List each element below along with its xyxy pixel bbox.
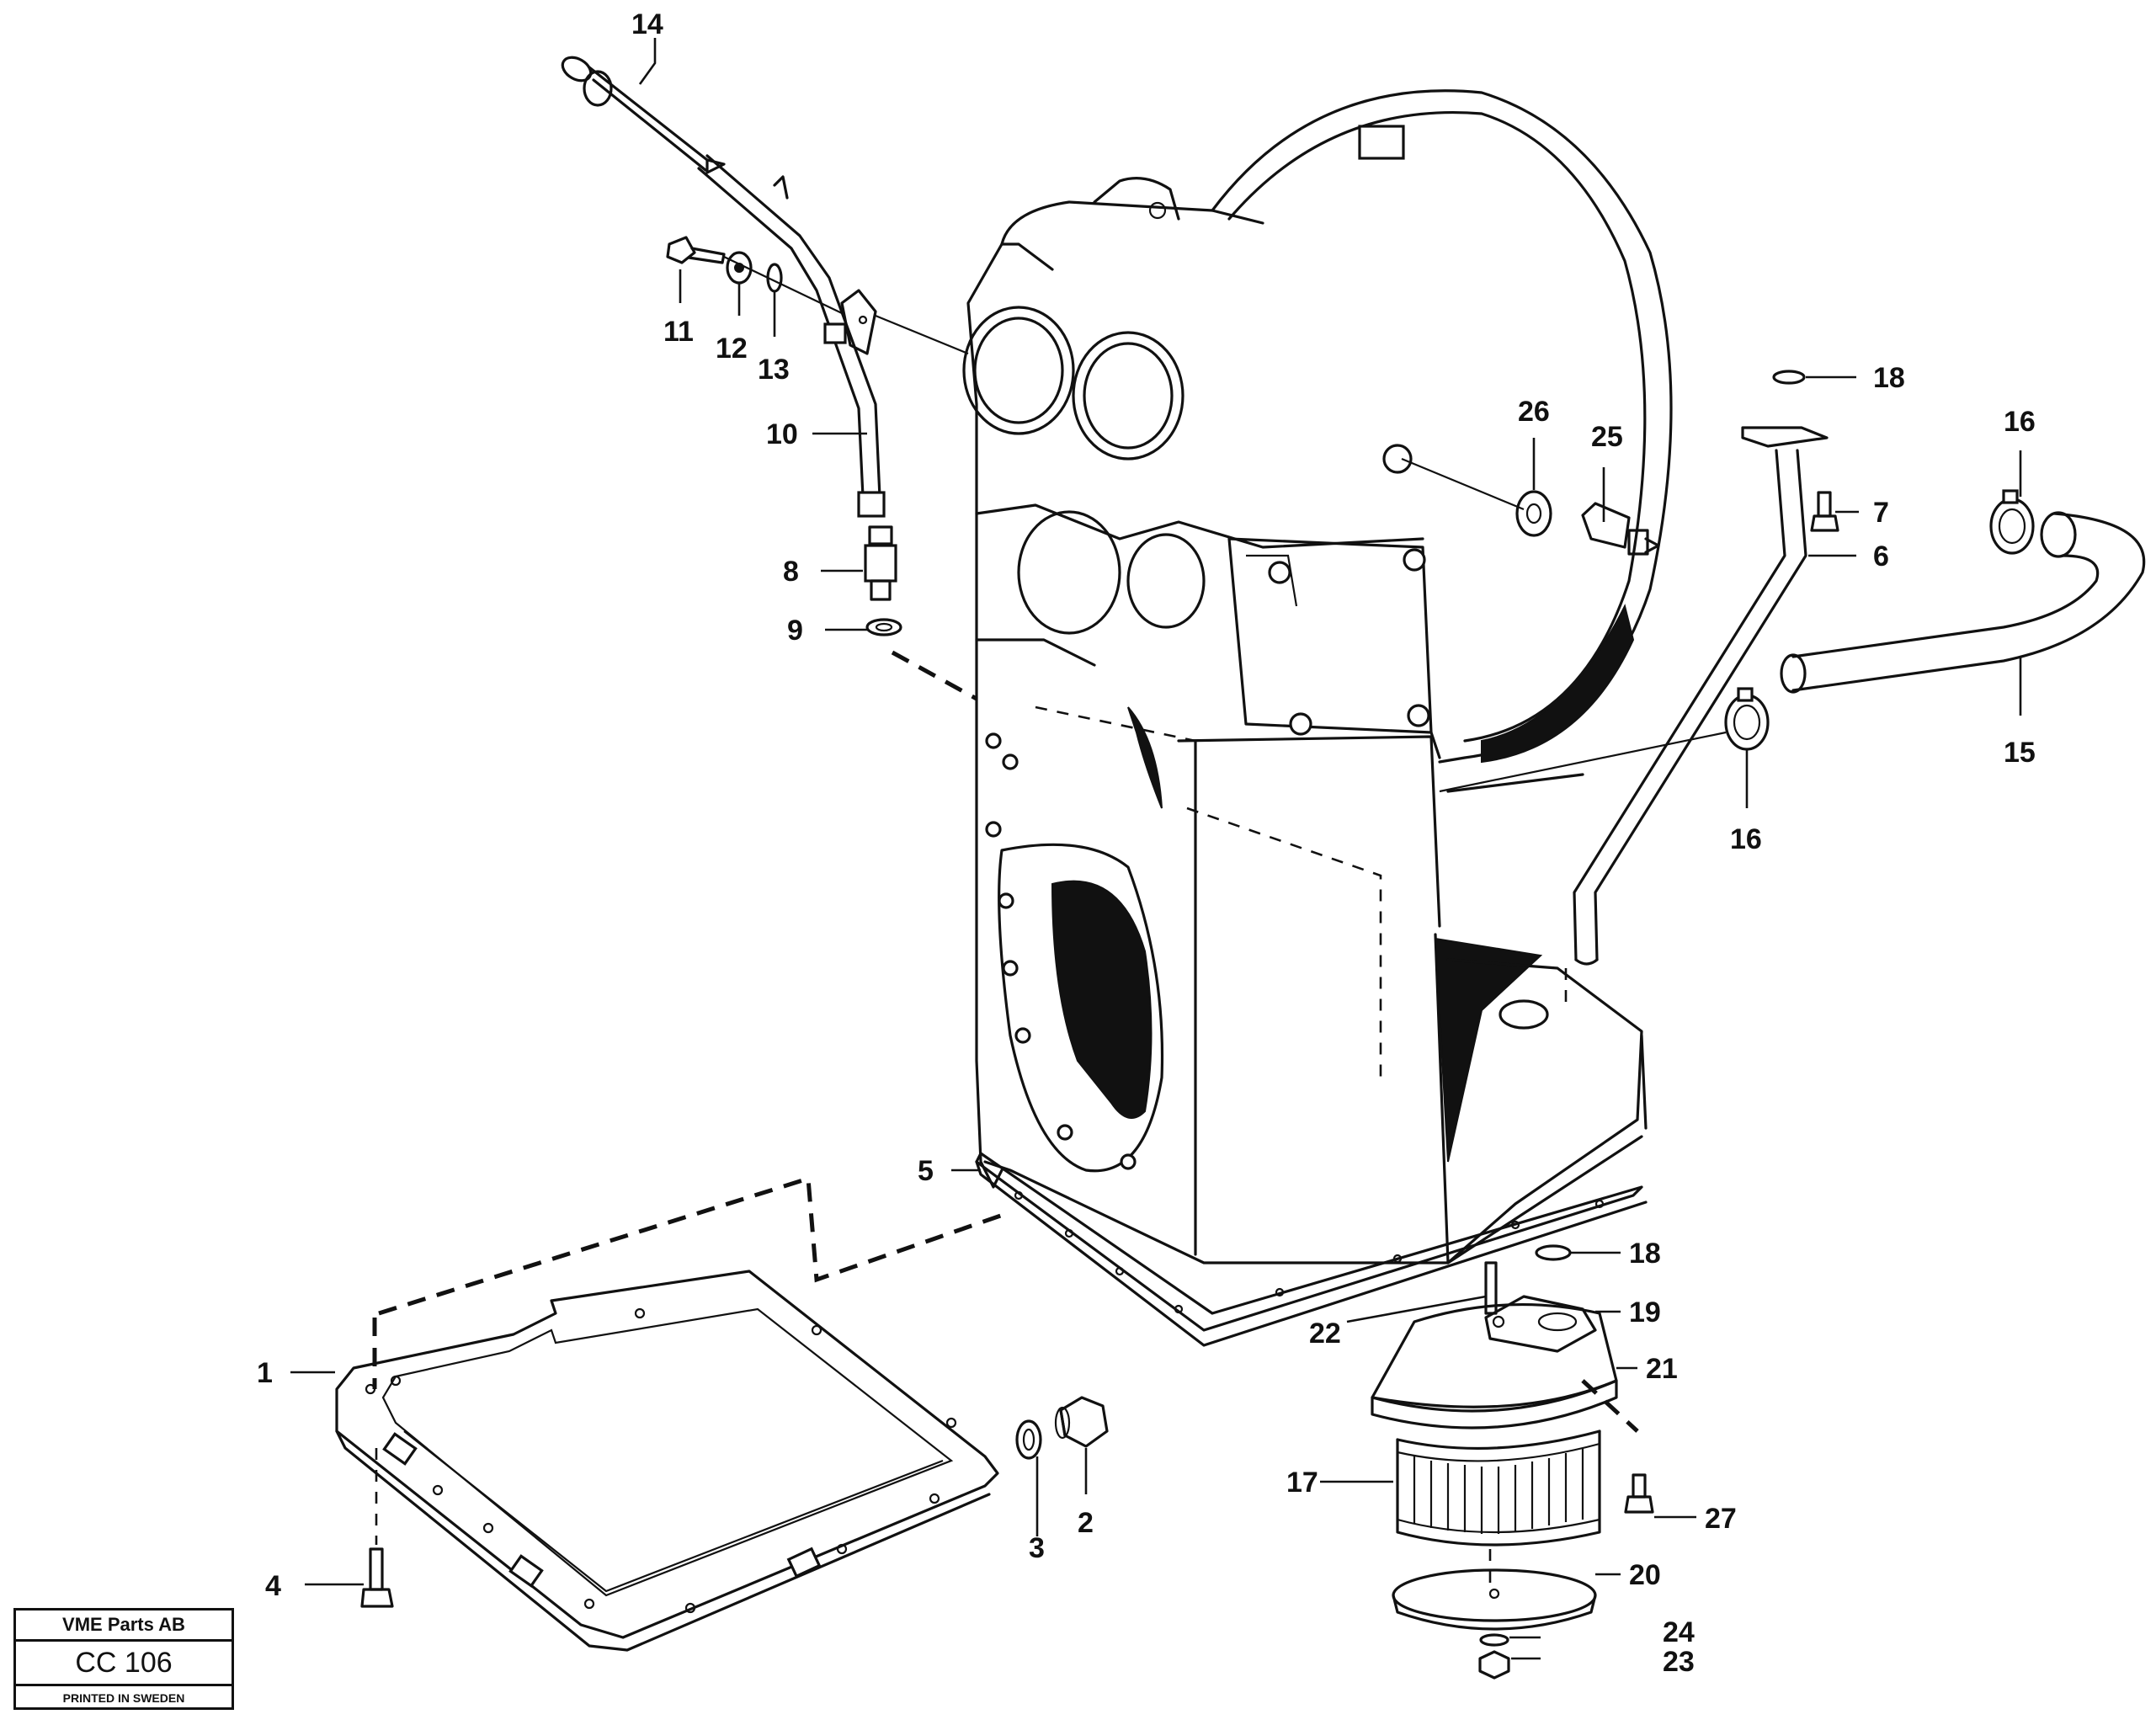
callout-16-upper: 16 [2004, 406, 2036, 438]
leader-lines [290, 38, 2022, 1660]
callout-16-lower: 16 [1730, 823, 1762, 855]
sealing-washer-26 [1515, 490, 1552, 537]
strainer-17 [1396, 1430, 1601, 1547]
assembly-line-strainer [1581, 1379, 1639, 1433]
bolt-7 [1810, 491, 1839, 532]
callout-numbers: 1 2 3 4 5 6 7 8 9 10 11 12 13 14 15 16 1… [257, 8, 2036, 1678]
callout-11: 11 [663, 316, 694, 348]
assembly-line-pan [378, 1175, 1011, 1316]
drain-plug [1054, 1396, 1109, 1448]
diagram-code: CC 106 [16, 1642, 232, 1686]
callout-12: 12 [716, 333, 748, 365]
callout-19: 19 [1629, 1296, 1661, 1328]
dipstick-tube [697, 154, 886, 518]
dipstick [561, 56, 726, 174]
callout-21: 21 [1646, 1353, 1678, 1385]
washer-24 [1479, 1633, 1509, 1647]
company-name: VME Parts AB [16, 1611, 232, 1642]
o-ring-18-lower [1535, 1244, 1572, 1261]
callout-9: 9 [787, 615, 803, 647]
hose-clamp-16-upper [1989, 489, 2035, 555]
bolt-11 [666, 236, 726, 264]
temperature-sensor [1581, 502, 1660, 556]
nut-23 [1478, 1650, 1510, 1680]
callout-27: 27 [1705, 1503, 1737, 1535]
bolt-alignment-line [723, 256, 843, 314]
callout-22: 22 [1309, 1318, 1341, 1350]
gasket [975, 1152, 1648, 1347]
callout-13: 13 [758, 354, 790, 386]
sealing-washer-3 [1015, 1419, 1042, 1460]
transmission-housing [962, 89, 1673, 1264]
callout-17: 17 [1286, 1467, 1318, 1499]
print-notice: PRINTED IN SWEDEN [62, 1691, 185, 1705]
adapter-8 [864, 525, 897, 601]
tube-bracket-line [875, 314, 969, 355]
callout-10: 10 [766, 418, 798, 450]
callout-18-lower: 18 [1629, 1238, 1661, 1270]
flange-19 [1484, 1295, 1597, 1353]
hose [1780, 511, 2146, 694]
callout-5: 5 [918, 1155, 934, 1187]
callout-3: 3 [1029, 1532, 1045, 1564]
callout-8: 8 [783, 556, 799, 588]
callout-24: 24 [1663, 1616, 1695, 1648]
callout-15: 15 [2004, 737, 2036, 769]
callout-25: 25 [1591, 421, 1623, 453]
callout-4: 4 [265, 1570, 281, 1602]
clamp-alignment-line [1439, 731, 1727, 793]
callout-23: 23 [1663, 1646, 1695, 1678]
callout-2: 2 [1078, 1507, 1094, 1539]
title-block: VME Parts AB CC 106 PRINTED IN SWEDEN [13, 1608, 234, 1710]
bolt-4 [360, 1448, 394, 1608]
callout-7: 7 [1873, 497, 1889, 529]
oil-pan [335, 1270, 999, 1652]
callout-6: 6 [1873, 540, 1889, 572]
bolt-27 [1624, 1473, 1654, 1514]
callout-18-upper: 18 [1873, 362, 1905, 394]
washer-9 [865, 618, 902, 636]
o-ring-18-top [1772, 370, 1806, 385]
oil-pipe [1573, 426, 1829, 966]
hose-clamp-16-lower [1724, 687, 1770, 751]
callout-14: 14 [631, 8, 663, 40]
callout-26: 26 [1518, 396, 1550, 428]
callout-1: 1 [257, 1357, 273, 1389]
sensor-alignment-line [1401, 457, 1525, 511]
assembly-line-adapter [891, 650, 978, 701]
bottom-plate-20 [1392, 1568, 1597, 1631]
callout-20: 20 [1629, 1559, 1661, 1591]
strainer-cover-21 [1371, 1303, 1618, 1430]
